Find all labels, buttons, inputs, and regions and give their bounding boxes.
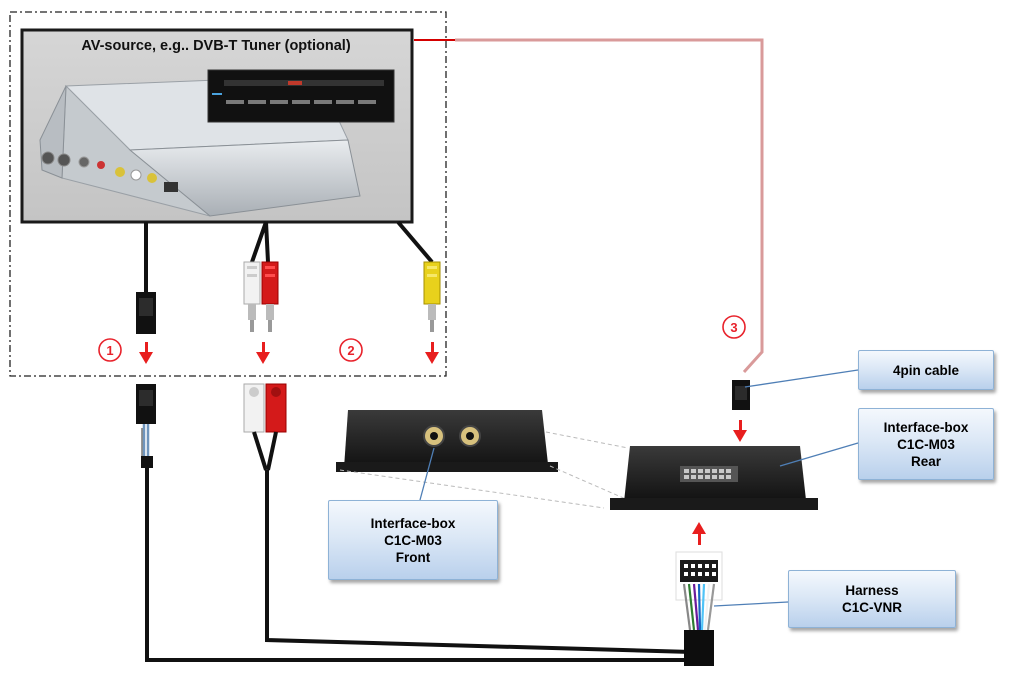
- label-box-rear-line1: Interface-box: [883, 419, 969, 435]
- harness-cable-a: [145, 468, 692, 662]
- arrow-up-harness: [692, 522, 706, 545]
- label-box-front-line1: Interface-box: [370, 515, 456, 531]
- arrow-4: [733, 420, 747, 442]
- label-harness-line2: C1C-VNR: [841, 600, 902, 615]
- marker-2: [339, 338, 363, 362]
- label-interface-box-rear: Interface-box C1C-M03 Rear: [858, 408, 994, 480]
- label-harness: Harness C1C-VNR: [788, 570, 956, 628]
- interface-box-front-image: [336, 410, 558, 472]
- harness-connector: [675, 551, 723, 666]
- marker-3-text: 3: [730, 320, 737, 335]
- marker-1: [98, 338, 122, 362]
- arrow-1: [139, 342, 153, 364]
- connector-2pin-source: [136, 292, 156, 334]
- av-source-title: AV-source, e.g.. DVB-T Tuner (optional): [81, 38, 351, 54]
- label-box-rear-line3: Rear: [910, 453, 942, 469]
- leader-lines: [419, 369, 859, 607]
- label-harness-line1: Harness: [845, 583, 899, 598]
- harness-cable-b: [265, 470, 693, 654]
- cable-audio: [250, 221, 270, 263]
- marker-2-text: 2: [347, 343, 354, 358]
- connector-2pin-harness: [136, 384, 156, 468]
- label-box-front-line2: C1C-M03: [384, 532, 442, 548]
- pink-cable: [455, 38, 764, 374]
- label-interface-box-front: Interface-box C1C-M03 Front: [328, 500, 498, 580]
- interface-box-rear-image: [610, 446, 818, 510]
- connector-4pin: [732, 380, 750, 410]
- label-4pin-cable-line1: 4pin cable: [892, 362, 960, 378]
- rca-video-plug-source: [423, 261, 441, 332]
- rca-audio-sockets-harness: [243, 383, 287, 471]
- label-box-front-line3: Front: [395, 549, 431, 565]
- optional-boundary: [9, 11, 447, 377]
- marker-1-text: 1: [106, 343, 113, 358]
- cable-video: [396, 220, 434, 264]
- tuner-front-panel: [207, 69, 395, 123]
- arrow-2: [256, 342, 270, 364]
- rca-audio-plugs-source: [243, 261, 279, 332]
- marker-3: [722, 315, 746, 339]
- arrow-3: [425, 342, 439, 364]
- label-box-rear-line2: C1C-M03: [897, 436, 955, 452]
- perspective-lines: [339, 431, 629, 509]
- label-4pin-cable: 4pin cable: [858, 350, 994, 390]
